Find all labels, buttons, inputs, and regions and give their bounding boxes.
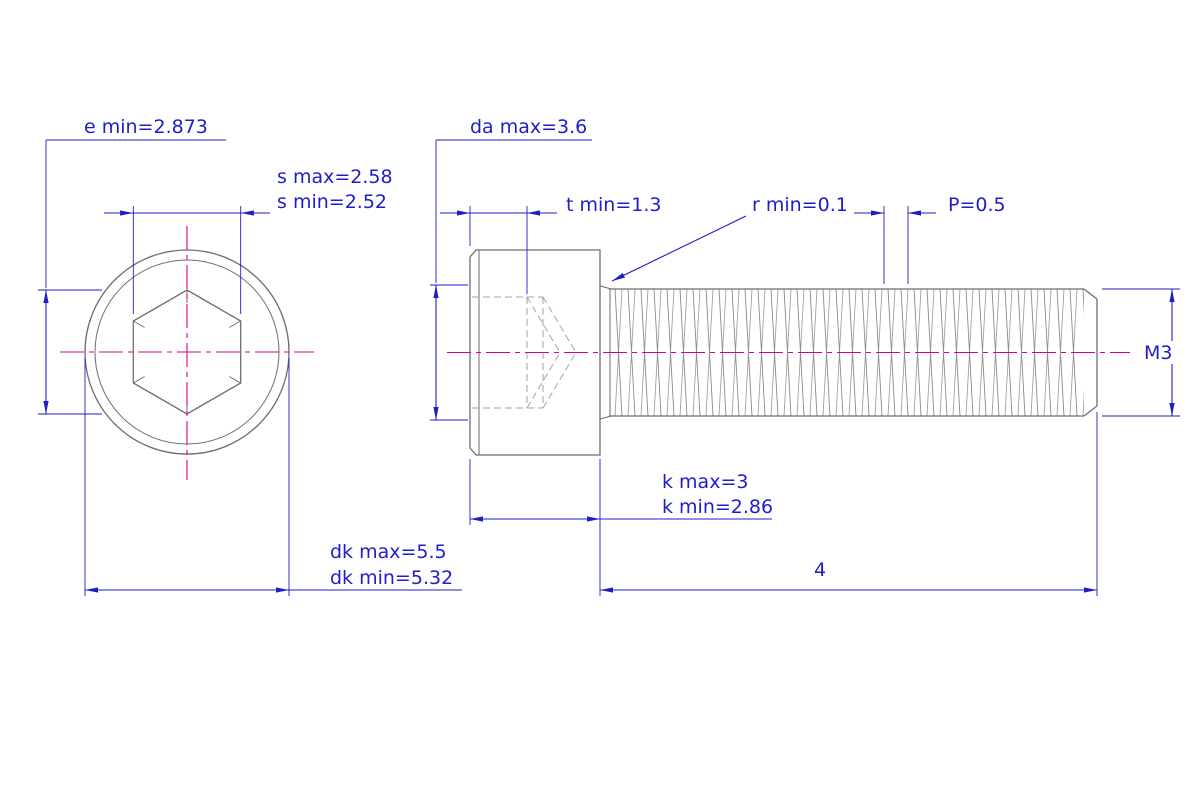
r-leader-line: [611, 215, 747, 282]
dimension-dk: dk max=5.5 dk min=5.32: [84, 358, 462, 596]
label-dk-min: dk min=5.32: [330, 567, 453, 589]
label-pitch: P=0.5: [948, 194, 1006, 216]
label-e-min: e min=2.873: [84, 116, 208, 138]
label-da-max: da max=3.6: [470, 116, 587, 138]
dimension-length: 4: [600, 412, 1098, 596]
label-s-max: s max=2.58: [277, 166, 393, 188]
screw-head-profile: [469, 249, 601, 456]
dimension-k: k max=3 k min=2.86: [469, 459, 773, 596]
dimension-s: s max=2.58 s min=2.52: [104, 166, 393, 314]
label-s-min: s min=2.52: [277, 191, 387, 213]
end-view: [60, 226, 314, 480]
dimension-da: da max=3.6: [430, 116, 592, 421]
dimension-r: r min=0.1: [611, 194, 848, 282]
side-view: [447, 249, 1130, 456]
label-backing: [1139, 341, 1177, 364]
label-k-min: k min=2.86: [662, 496, 773, 518]
dimension-t: t min=1.3: [440, 194, 661, 294]
dimension-e: e min=2.873: [38, 116, 226, 415]
label-k-max: k max=3: [662, 471, 748, 493]
dimension-thread-size: M3: [1102, 288, 1180, 417]
dimension-pitch: P=0.5: [854, 194, 1006, 284]
label-thread-size: M3: [1144, 342, 1172, 364]
end-chamfer-bottom: [1083, 405, 1098, 417]
label-length: 4: [814, 559, 826, 581]
end-chamfer-top: [1083, 288, 1098, 300]
label-t-min: t min=1.3: [566, 194, 661, 216]
label-dk-max: dk max=5.5: [330, 541, 447, 563]
label-r-min: r min=0.1: [752, 194, 848, 216]
